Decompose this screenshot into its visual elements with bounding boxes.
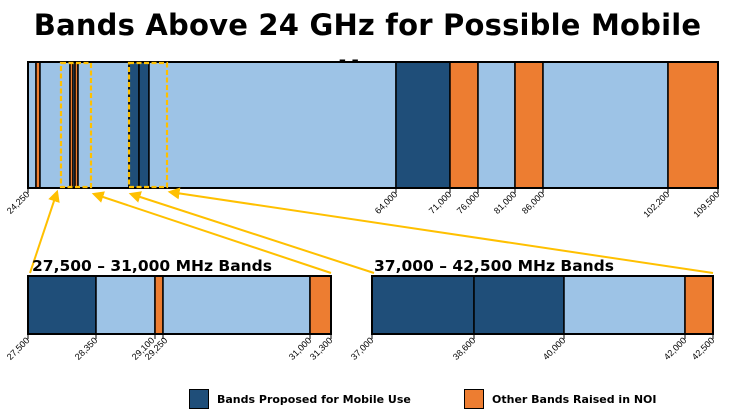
main-band-tick-label: 81,000 bbox=[492, 189, 519, 216]
panel2-tick-label: 42,500 bbox=[690, 335, 717, 362]
panel2-segment-mobile bbox=[473, 275, 565, 335]
panel2-tick-label: 42,000 bbox=[662, 335, 689, 362]
main-band-tick-label: 109,500 bbox=[691, 189, 721, 219]
panel-label-37000-42500: 37,000 – 42,500 MHz Bands bbox=[374, 257, 614, 275]
main-band-tick-label: 102,200 bbox=[641, 189, 671, 219]
legend-noi: Other Bands Raised in NOI bbox=[464, 388, 657, 410]
main-band-tick-label: 24,250 bbox=[5, 189, 32, 216]
zoom-connector-line-3 bbox=[167, 187, 714, 274]
main-band-tick-label: 76,000 bbox=[455, 189, 482, 216]
legend-mobile-swatch bbox=[189, 389, 209, 409]
panel1-tick-label: 28,350 bbox=[73, 335, 100, 362]
zoom-connector-line-1 bbox=[91, 191, 332, 274]
main-band-segment-other bbox=[542, 61, 669, 189]
panel2-segment-noi bbox=[684, 275, 714, 335]
main-band-tick-label: 71,000 bbox=[427, 189, 454, 216]
main-band-bar bbox=[27, 61, 719, 189]
panel2-tick-label: 38,600 bbox=[451, 335, 478, 362]
panel1-outline bbox=[27, 275, 332, 335]
main-band-segment-other bbox=[148, 61, 397, 189]
zoom-connector-line-0 bbox=[29, 189, 60, 274]
panel2-segment-mobile bbox=[371, 275, 475, 335]
panel1-tick-label: 27,500 bbox=[5, 335, 32, 362]
zoom-connector-line-2 bbox=[128, 191, 375, 274]
legend-mobile-label: Bands Proposed for Mobile Use bbox=[217, 392, 411, 406]
main-band-tick-label: 64,000 bbox=[373, 189, 400, 216]
main-band-segment-other bbox=[477, 61, 516, 189]
panel1-tick-label: 31,300 bbox=[308, 335, 335, 362]
zoom-panel-27500-31000-bar bbox=[27, 275, 332, 335]
legend-noi-swatch bbox=[464, 389, 484, 409]
panel2-outline bbox=[371, 275, 714, 335]
main-band-segment-other bbox=[77, 61, 130, 189]
panel2-tick-label: 37,000 bbox=[349, 335, 376, 362]
zoom-highlight-box-0 bbox=[59, 61, 93, 189]
main-band-segment-other bbox=[27, 61, 37, 189]
panel-label-27500-31000: 27,500 – 31,000 MHz Bands bbox=[32, 257, 272, 275]
zoom-highlights bbox=[59, 61, 169, 189]
main-band-segment-noi bbox=[667, 61, 719, 189]
panel1-segment-noi bbox=[309, 275, 332, 335]
legend-noi-label: Other Bands Raised in NOI bbox=[492, 392, 657, 406]
legend-mobile: Bands Proposed for Mobile Use bbox=[189, 388, 411, 410]
panel1-segment-other bbox=[95, 275, 156, 335]
panel1-segment-other bbox=[162, 275, 311, 335]
zoom-connectors bbox=[29, 187, 714, 274]
main-band-segment-mobile bbox=[395, 61, 451, 189]
main-band-segment-mobile bbox=[128, 61, 140, 189]
panel1-segment-noi bbox=[154, 275, 164, 335]
main-band-outline bbox=[27, 61, 719, 189]
panel2-segment-other bbox=[563, 275, 686, 335]
main-band-tick-label: 86,000 bbox=[520, 189, 547, 216]
main-band-segment-noi bbox=[449, 61, 479, 189]
main-band-segment-other bbox=[39, 61, 71, 189]
main-band-segment-noi bbox=[514, 61, 544, 189]
panel1-tick-label: 31,000 bbox=[287, 335, 314, 362]
panel1-segment-mobile bbox=[27, 275, 97, 335]
zoom-panel-37000-42500-bar bbox=[371, 275, 714, 335]
main-band-segment-mobile bbox=[138, 61, 150, 189]
panel2-tick-label: 40,000 bbox=[541, 335, 568, 362]
zoom-highlight-box-1 bbox=[127, 61, 169, 189]
